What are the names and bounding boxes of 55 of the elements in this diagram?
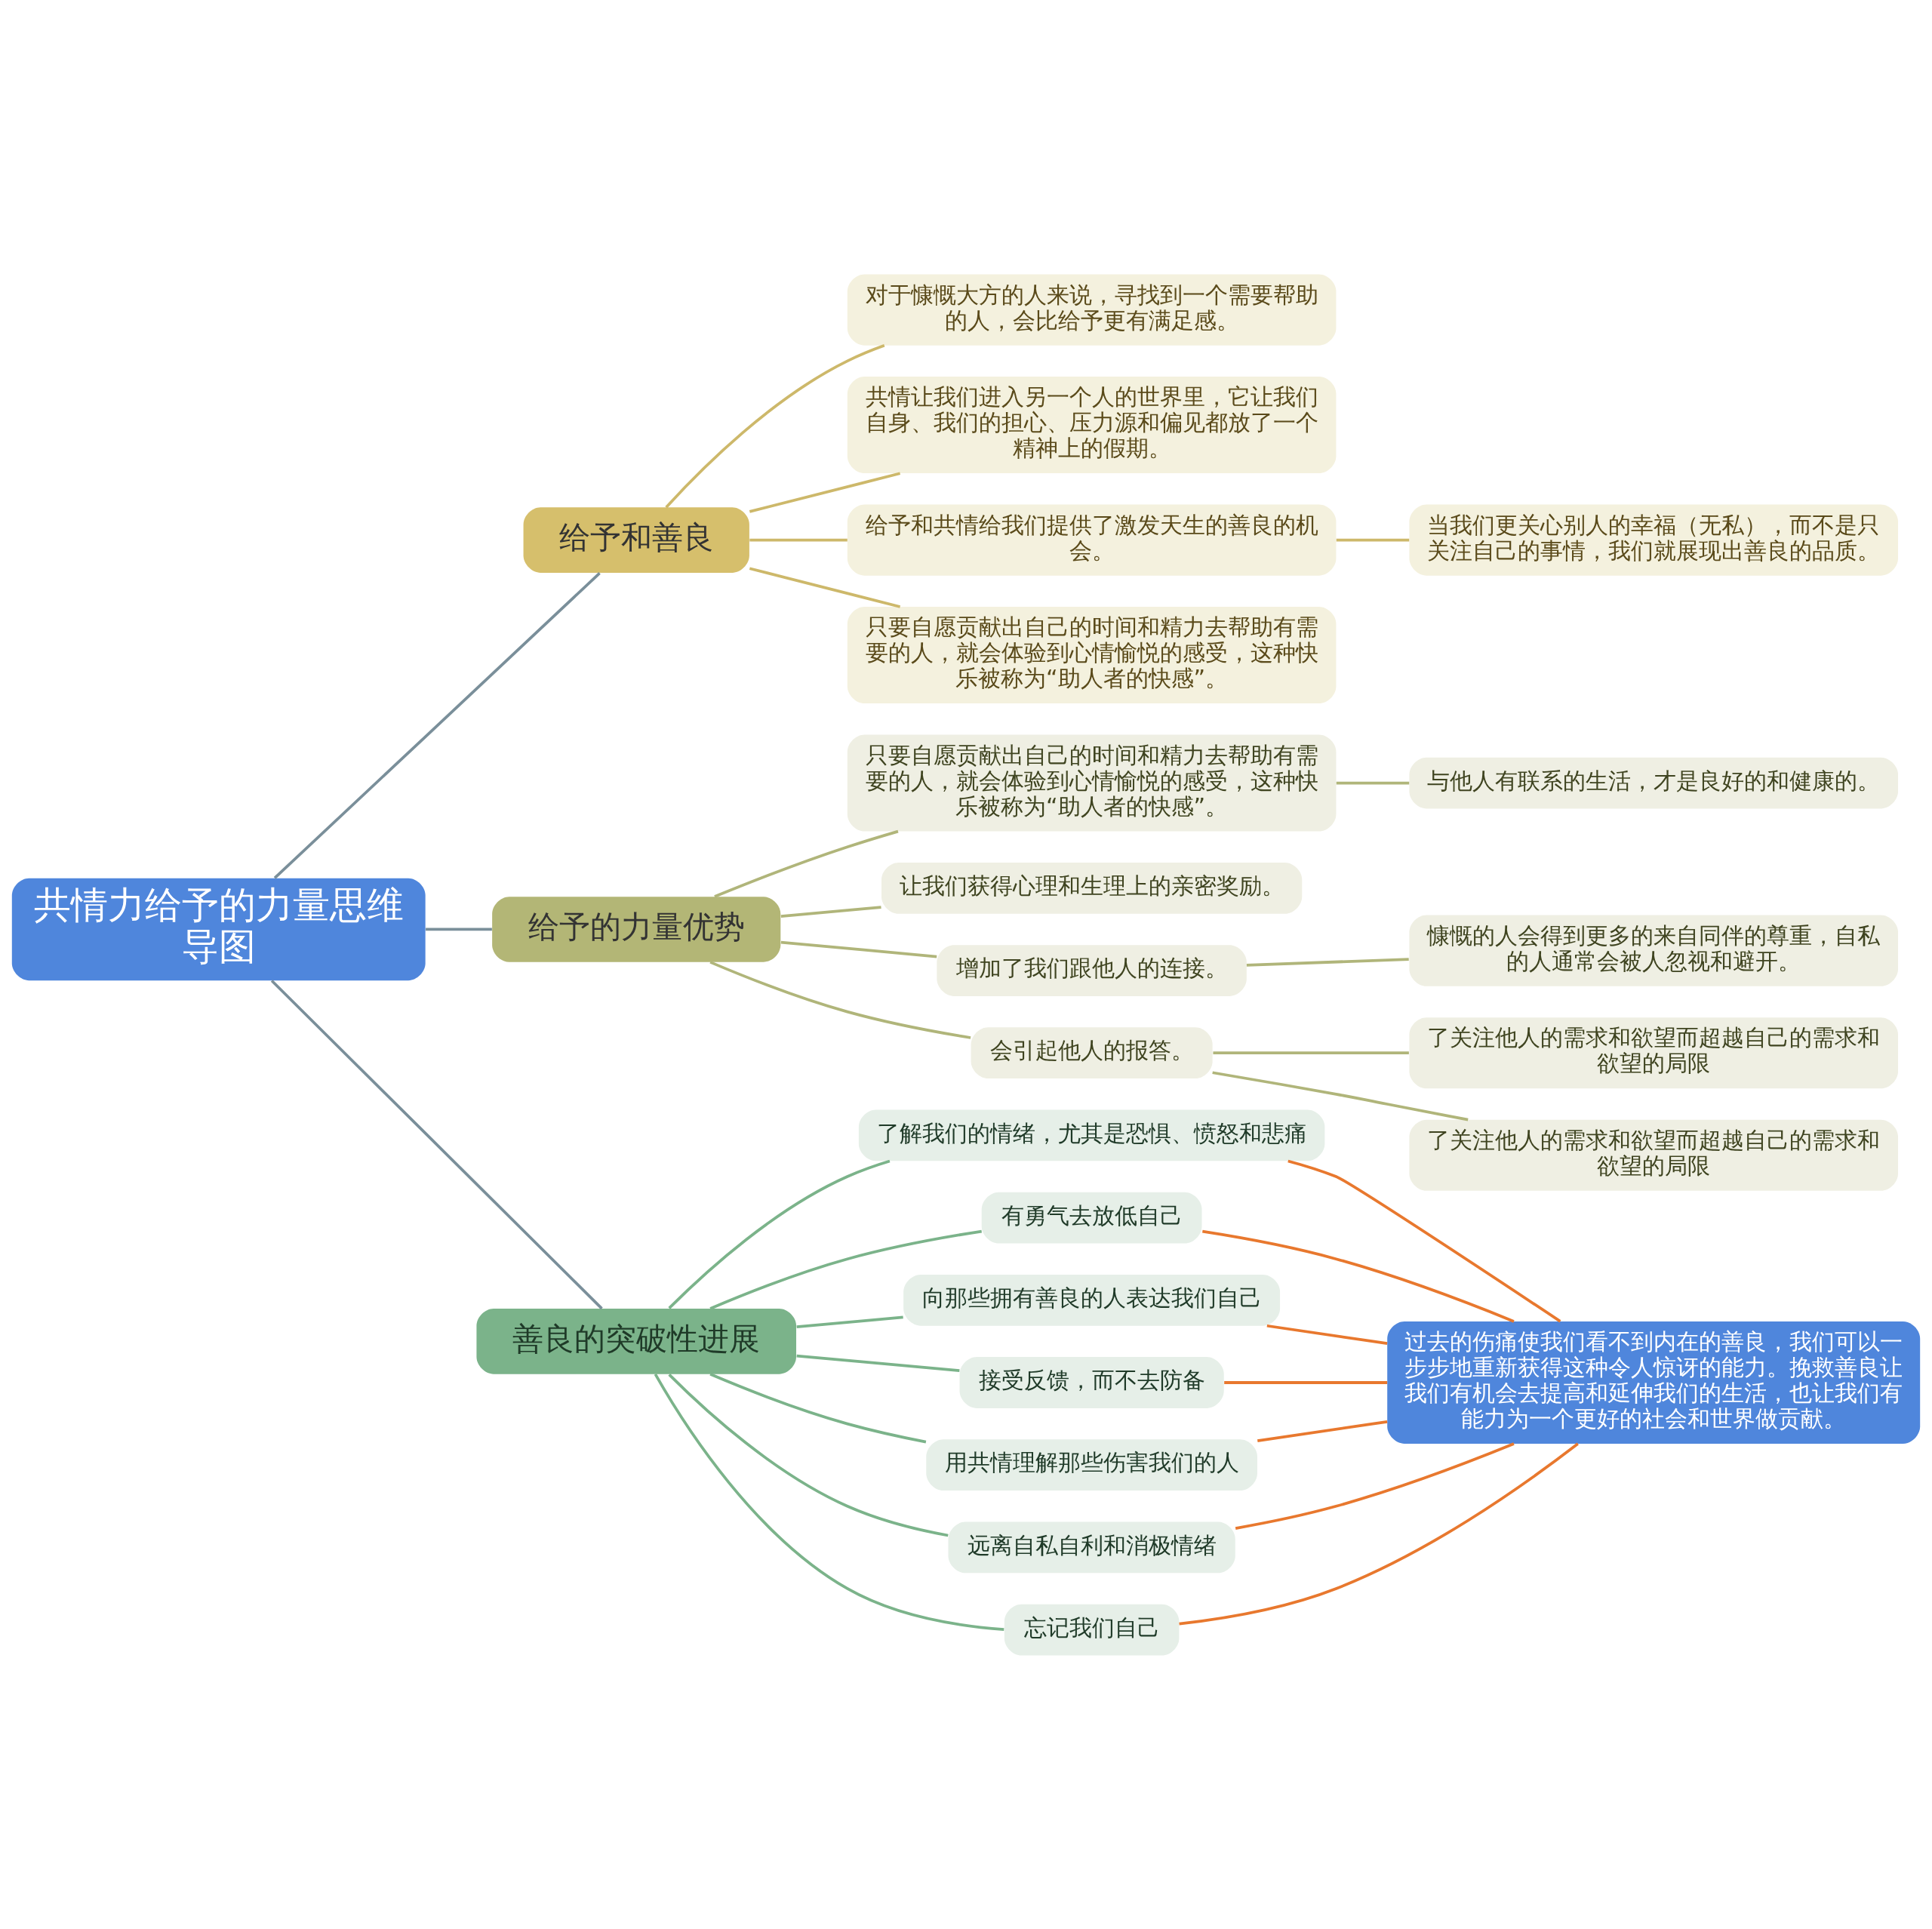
connector [1287, 1159, 1561, 1322]
node-box: 对于慷慨大方的人来说，寻找到一个需要帮助的人，会比给予更有满足感。 [847, 274, 1337, 346]
connector [714, 829, 899, 898]
node-box: 与他人有联系的生活，才是良好的和健康的。 [1409, 757, 1898, 808]
connector [780, 940, 937, 958]
node-box: 当我们更关心别人的幸福（无私），而不是只关注自己的事情，我们就展现出善良的品质。 [1409, 504, 1898, 576]
node-box: 给予和善良 [523, 506, 749, 573]
node-box: 过去的伤痛使我们看不到内在的善良，我们可以一步步地重新获得这种令人惊讶的能力。挽救善良让我们有机会去提高和延伸我们的生活，也让我们有能力为一个更好的社会和世界做贡献。 [1387, 1321, 1921, 1444]
connector [1202, 1229, 1515, 1323]
connector [1235, 1441, 1515, 1530]
node-box: 忘记我们自己 [1004, 1604, 1180, 1655]
node-box: 远离自私自利和消极情绪 [948, 1521, 1235, 1573]
node-box: 只要自愿贡献出自己的时间和精力去帮助有需要的人，就会体验到心情愉悦的感受，这种快乐被称为“助人者的快感”。 [847, 734, 1337, 832]
node-box: 慷慨的人会得到更多的来自同伴的尊重，自私的人通常会被人忽视和避开。 [1409, 915, 1898, 986]
node-box: 增加了我们跟他人的连接。 [937, 944, 1247, 996]
node-box: 会引起他人的报答。 [971, 1026, 1213, 1078]
node-box: 让我们获得心理和生理上的亲密奖励。 [881, 862, 1303, 914]
connector [1179, 1442, 1579, 1626]
node-box: 给予的力量优势 [492, 896, 781, 962]
connector [1213, 1051, 1409, 1054]
connector [709, 960, 971, 1039]
connector [654, 1373, 1004, 1631]
node-box: 向那些拥有善良的人表达我们自己 [903, 1274, 1281, 1326]
connector [780, 905, 881, 918]
connector [426, 928, 492, 931]
connector [1336, 781, 1410, 784]
node-box: 共情让我们进入另一个人的世界里，它让我们自身、我们的担心、压力源和偏见都放了一个精神上的假期。 [847, 376, 1337, 473]
connector [749, 471, 901, 513]
node-box: 共情力给予的力量思维导图 [11, 878, 426, 980]
connector [270, 979, 603, 1309]
connector [1224, 1380, 1388, 1384]
connector [1336, 538, 1410, 541]
node-box: 接受反馈，而不去防备 [959, 1356, 1224, 1408]
node-box: 用共情理解那些伤害我们的人 [926, 1438, 1257, 1491]
connector [665, 343, 885, 508]
node-box: 了关注他人的需求和欲望而超越自己的需求和欲望的局限 [1409, 1119, 1898, 1191]
connector [796, 1315, 903, 1328]
connector [749, 566, 901, 608]
connector [668, 1159, 891, 1309]
connector [1246, 957, 1409, 967]
node-box: 了解我们的情绪，尤其是恐惧、愤怒和悲痛 [858, 1109, 1325, 1161]
node-box: 了关注他人的需求和欲望而超越自己的需求和欲望的局限 [1409, 1017, 1898, 1088]
connector [749, 538, 848, 541]
connector [273, 571, 601, 879]
node-box: 有勇气去放低自己 [981, 1192, 1202, 1243]
node-box: 只要自愿贡献出自己的时间和精力去帮助有需要的人，就会体验到心情愉悦的感受，这种快乐被称为“助人者的快感”。 [847, 606, 1337, 703]
connector [668, 1373, 949, 1537]
connector [1212, 1070, 1469, 1121]
connector [796, 1354, 960, 1372]
connector [1257, 1420, 1388, 1442]
connector [709, 1229, 982, 1310]
node-box: 善良的突破性进展 [476, 1308, 796, 1374]
node-box: 给予和共情给我们提供了激发天生的善良的机会。 [847, 504, 1337, 576]
connector [1266, 1324, 1388, 1345]
connector [709, 1372, 927, 1443]
